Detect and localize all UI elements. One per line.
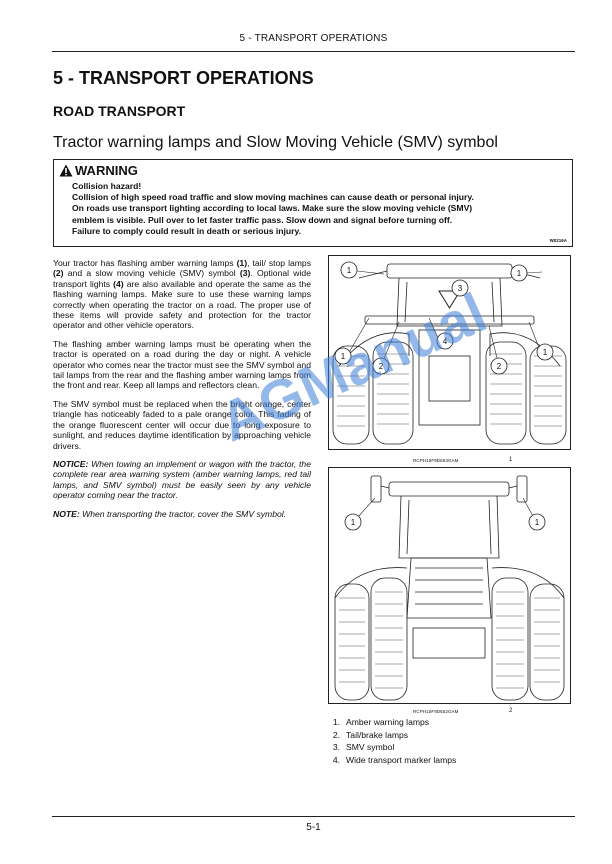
warning-triangle-icon	[59, 164, 73, 177]
figure-code: RCPH15F9D652GAM	[413, 709, 459, 714]
warning-line: Collision hazard!	[72, 181, 142, 191]
tractor-rear-illustration: 1 1 3 4 1 2 2 1	[332, 261, 567, 445]
warning-line: Collision of high speed road traffic and…	[72, 192, 474, 203]
body-text: Your tractor has flashing amber warning …	[53, 258, 311, 527]
callout-label: 2	[379, 362, 384, 371]
callout-label: 2	[497, 362, 502, 371]
callout-label: 1	[351, 518, 356, 527]
section-title: ROAD TRANSPORT	[53, 103, 186, 119]
note-paragraph: NOTE: When transporting the tractor, cov…	[53, 508, 287, 519]
callout-label: 1	[341, 352, 346, 361]
legend-item: 3.SMV symbol	[332, 742, 395, 752]
warning-box: WARNING Collision hazard! Collision of h…	[53, 159, 573, 247]
warning-line: Failure to comply could result in death …	[72, 225, 302, 236]
footer-rule	[52, 816, 575, 817]
legend-item: 1.Amber warning lamps	[332, 717, 430, 727]
paragraph-lamps: Your tractor has flashing amber warning …	[53, 258, 311, 331]
warning-line: On roads use transport lighting accordin…	[72, 203, 473, 214]
callout-label: 3	[458, 284, 463, 293]
callout-label: 1	[543, 348, 548, 357]
paragraph-operating: The flashing amber warning lamps must be…	[53, 338, 311, 391]
figure-front-view: 1 1	[328, 467, 571, 704]
figure-number: 2	[509, 708, 513, 714]
callout-label: 4	[443, 337, 448, 346]
legend-item: 4.Wide transport marker lamps	[332, 754, 457, 765]
warning-heading: WARNING	[59, 163, 138, 178]
figure-legend: 1.Amber warning lamps 2.Tail/brake lamps…	[324, 716, 457, 766]
running-header: 5 - TRANSPORT OPERATIONS	[239, 33, 388, 44]
warning-heading-text: WARNING	[75, 163, 138, 178]
header-rule	[52, 51, 575, 52]
figure-code: RCPH15F9D653GAM	[413, 458, 459, 463]
figure-rear-view: 1 1 3 4 1 2 2 1	[328, 255, 571, 450]
callout-label: 1	[347, 266, 352, 275]
figure-number: 1	[509, 457, 513, 463]
warning-text: Collision hazard! Collision of high spee…	[72, 181, 567, 237]
callout-label: 1	[535, 518, 540, 527]
paragraph-smv-fading: The SMV symbol must be replaced when the…	[53, 398, 311, 451]
page-number: 5-1	[306, 822, 321, 833]
legend-item: 2.Tail/brake lamps	[332, 729, 409, 740]
notice-paragraph: NOTICE: When towing an implement or wago…	[53, 458, 311, 501]
callout-label: 1	[517, 269, 522, 278]
chapter-title: 5 - TRANSPORT OPERATIONS	[53, 68, 314, 88]
tractor-front-illustration: 1 1	[334, 475, 565, 701]
warning-line: emblem is visible. Pull over to let fast…	[72, 214, 453, 225]
warning-code: W0216A	[549, 238, 567, 243]
topic-title: Tractor warning lamps and Slow Moving Ve…	[53, 134, 498, 151]
